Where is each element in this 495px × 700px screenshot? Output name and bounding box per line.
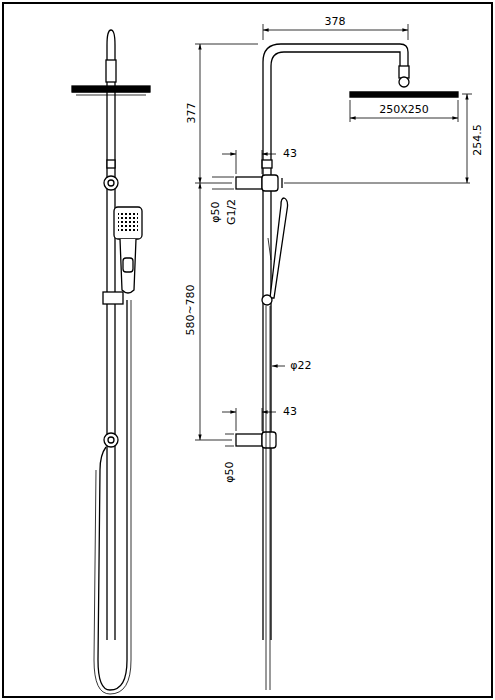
dimension-label: φ50 (224, 460, 236, 483)
dimension-label: 250X250 (378, 104, 430, 116)
dimension-label: 254.5 (472, 123, 484, 157)
dimension-lines (195, 24, 472, 446)
frame (3, 3, 492, 697)
front-view (72, 30, 150, 694)
dimension-label: 378 (324, 16, 347, 28)
dimension-label: φ50 (210, 200, 222, 223)
dimension-label: 377 (185, 102, 197, 125)
side-view (236, 44, 458, 690)
dimension-label: φ22 (289, 360, 312, 372)
dimension-label: G1/2 (226, 198, 238, 226)
dimension-label: 43 (282, 148, 298, 160)
dimension-label: 43 (282, 406, 298, 418)
dimension-label: 580~780 (185, 283, 197, 336)
